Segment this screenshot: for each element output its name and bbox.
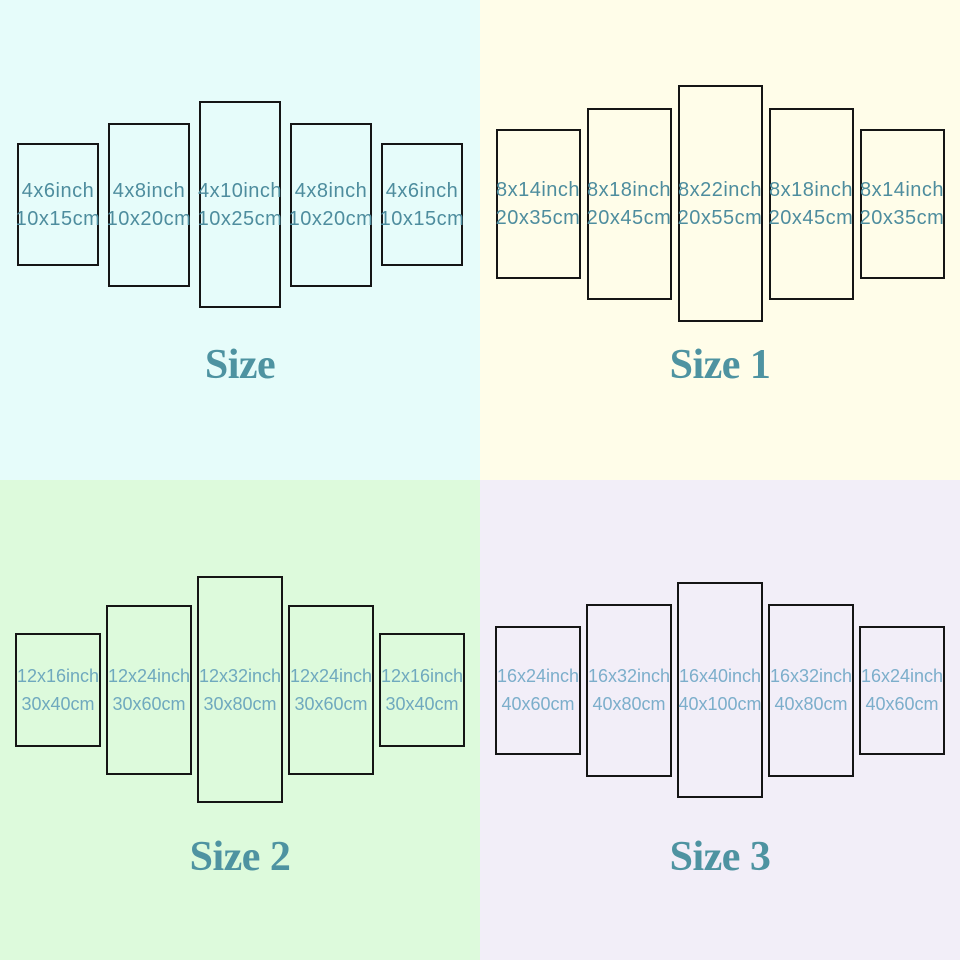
panel-row: 12x16inch 30x40cm 12x24inch 30x60cm 12x3… [0, 576, 480, 803]
panel-size-label: 12x24inch 30x60cm [108, 662, 190, 718]
panel-size-label: 4x6inch 10x15cm [16, 177, 101, 233]
size-cm-text: 40x60cm [865, 694, 939, 714]
panel-row: 8x14inch 20x35cm 8x18inch 20x45cm 8x22in… [480, 85, 960, 322]
panel-size-label: 8x14inch 20x35cm [496, 176, 581, 232]
panel-size-label: 16x40inch 40x100cm [678, 662, 761, 718]
canvas-panel: 12x16inch 30x40cm [379, 632, 465, 747]
canvas-panel: 4x6inch 10x15cm [16, 143, 101, 266]
quadrant-size-3: 16x24inch 40x60cm 16x32inch 40x80cm 16x4… [480, 480, 960, 960]
panel-size-label: 12x32inch 30x80cm [199, 662, 281, 718]
size-inch-text: 12x16inch [16, 665, 100, 686]
size-cm-text: 30x60cm [112, 693, 186, 714]
canvas-panel: 16x24inch 40x60cm [495, 625, 581, 755]
size-cm-text: 10x20cm [288, 207, 374, 230]
size-inch-text: 12x24inch [107, 665, 191, 686]
quadrant-title: Size 1 [669, 342, 771, 388]
quadrant-size: 4x6inch 10x15cm 4x8inch 10x20cm 4x10inch… [0, 0, 480, 480]
size-cm-text: 30x60cm [294, 693, 368, 714]
canvas-panel: 4x8inch 10x20cm [289, 122, 374, 287]
size-inch-text: 12x16inch [380, 665, 464, 686]
size-inch-text: 4x6inch [21, 179, 95, 202]
quadrant-size-1: 8x14inch 20x35cm 8x18inch 20x45cm 8x22in… [480, 0, 960, 480]
size-cm-text: 30x40cm [385, 693, 459, 714]
size-cm-text: 40x100cm [678, 694, 762, 714]
size-inch-text: 16x24inch [496, 666, 580, 686]
size-cm-text: 10x15cm [15, 207, 101, 230]
panel-size-label: 16x32inch 40x80cm [770, 662, 852, 718]
canvas-panel: 12x24inch 30x60cm [106, 604, 192, 775]
size-cm-text: 40x80cm [592, 694, 666, 714]
canvas-panel: 8x22inch 20x55cm [677, 85, 763, 322]
canvas-panel: 8x18inch 20x45cm [768, 107, 854, 300]
canvas-panel: 12x16inch 30x40cm [15, 632, 101, 747]
canvas-panel: 16x32inch 40x80cm [768, 603, 854, 777]
size-inch-text: 16x24inch [860, 666, 944, 686]
canvas-panel: 4x10inch 10x25cm [198, 101, 283, 308]
canvas-panel: 8x18inch 20x45cm [586, 107, 672, 300]
canvas-panel: 4x8inch 10x20cm [107, 122, 192, 287]
size-inch-text: 12x24inch [289, 665, 373, 686]
size-cm-text: 20x35cm [495, 206, 581, 229]
size-inch-text: 4x10inch [197, 179, 283, 202]
quadrant-title: Size 3 [669, 834, 771, 880]
size-inch-text: 8x14inch [859, 178, 945, 201]
size-cm-text: 20x35cm [859, 206, 945, 229]
canvas-panel: 12x32inch 30x80cm [197, 576, 283, 803]
canvas-panel: 16x24inch 40x60cm [859, 625, 945, 755]
canvas-panel: 8x14inch 20x35cm [859, 128, 945, 279]
panel-size-label: 16x32inch 40x80cm [588, 662, 670, 718]
size-cm-text: 20x45cm [768, 206, 854, 229]
panel-size-label: 8x18inch 20x45cm [769, 176, 854, 232]
quadrant-title: Size 2 [189, 834, 291, 880]
size-cm-text: 30x80cm [203, 693, 277, 714]
panel-size-label: 8x22inch 20x55cm [678, 176, 763, 232]
size-cm-text: 20x55cm [677, 206, 763, 229]
canvas-panel: 12x24inch 30x60cm [288, 604, 374, 775]
size-inch-text: 8x14inch [495, 178, 581, 201]
panel-row: 4x6inch 10x15cm 4x8inch 10x20cm 4x10inch… [0, 101, 480, 308]
panel-size-label: 16x24inch 40x60cm [861, 662, 943, 718]
panel-size-label: 12x16inch 30x40cm [17, 662, 99, 718]
panel-size-label: 4x6inch 10x15cm [380, 177, 465, 233]
panel-size-label: 16x24inch 40x60cm [497, 662, 579, 718]
panel-size-label: 12x16inch 30x40cm [381, 662, 463, 718]
size-cm-text: 10x20cm [106, 207, 192, 230]
size-cm-text: 10x25cm [197, 207, 283, 230]
panel-size-label: 4x8inch 10x20cm [289, 177, 374, 233]
canvas-panel: 4x6inch 10x15cm [380, 143, 465, 266]
panel-row: 16x24inch 40x60cm 16x32inch 40x80cm 16x4… [480, 582, 960, 798]
panel-size-label: 12x24inch 30x60cm [290, 662, 372, 718]
size-inch-text: 8x18inch [768, 178, 854, 201]
size-inch-text: 16x32inch [587, 666, 671, 686]
size-inch-text: 8x22inch [677, 178, 763, 201]
size-inch-text: 8x18inch [586, 178, 672, 201]
size-inch-text: 4x6inch [385, 179, 459, 202]
panel-size-label: 4x10inch 10x25cm [198, 177, 283, 233]
panel-size-label: 8x18inch 20x45cm [587, 176, 672, 232]
size-inch-text: 16x40inch [678, 666, 762, 686]
size-inch-text: 4x8inch [294, 179, 368, 202]
size-inch-text: 12x32inch [198, 665, 282, 686]
canvas-panel: 16x40inch 40x100cm [677, 582, 763, 798]
quadrant-title: Size [204, 342, 276, 388]
size-cm-text: 20x45cm [586, 206, 672, 229]
size-cm-text: 10x15cm [379, 207, 465, 230]
canvas-panel: 8x14inch 20x35cm [495, 128, 581, 279]
size-cm-text: 40x80cm [774, 694, 848, 714]
canvas-panel: 16x32inch 40x80cm [586, 603, 672, 777]
quadrant-size-2: 12x16inch 30x40cm 12x24inch 30x60cm 12x3… [0, 480, 480, 960]
size-inch-text: 4x8inch [112, 179, 186, 202]
size-cm-text: 30x40cm [21, 693, 95, 714]
size-cm-text: 40x60cm [501, 694, 575, 714]
size-inch-text: 16x32inch [769, 666, 853, 686]
panel-size-label: 8x14inch 20x35cm [860, 176, 945, 232]
panel-size-label: 4x8inch 10x20cm [107, 177, 192, 233]
